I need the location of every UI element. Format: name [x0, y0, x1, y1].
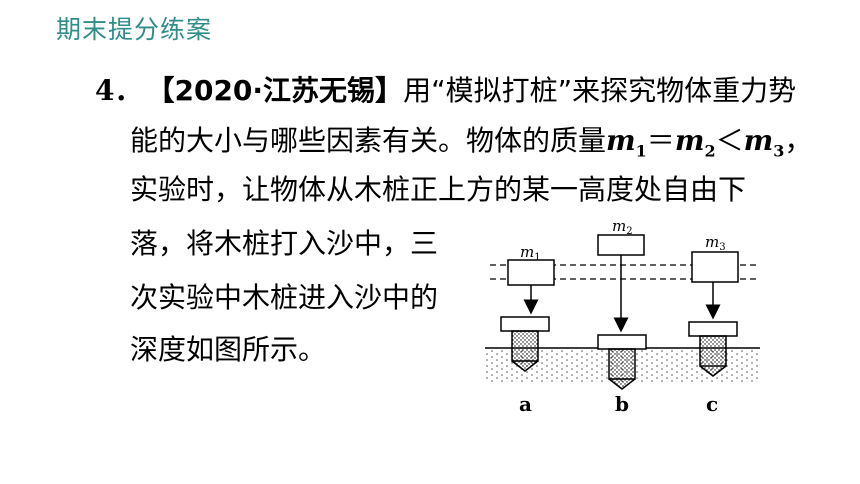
- mass-m1: m1: [606, 124, 647, 161]
- equals-sign: ＝: [646, 124, 675, 157]
- question-text-2: 能的大小与哪些因素有关。物体的质量: [130, 124, 607, 157]
- question-source: 【2020·江苏无锡】: [160, 74, 404, 107]
- case-a: m1 a: [500, 243, 555, 416]
- question-line-4: 落，将木桩打入沙中，三: [130, 227, 439, 260]
- pile-tip-a: [511, 360, 539, 372]
- mass-m3: m3: [743, 124, 785, 161]
- question-line-6: 深度如图所示。: [130, 333, 327, 366]
- pile-tip-c: [699, 365, 727, 377]
- mass-block-c: [691, 251, 739, 283]
- case-b: m2 b: [597, 217, 647, 416]
- pile-cap-a: [500, 316, 550, 332]
- mass-m2: m2: [674, 124, 716, 161]
- pile-body-c: [699, 335, 727, 367]
- pile-driving-figure: m1 a m2 b m3 c: [485, 217, 760, 416]
- pile-body-a: [511, 330, 539, 362]
- question-line-5: 次实验中木桩进入沙中的: [130, 281, 439, 314]
- mass-label-a: m1: [520, 243, 541, 263]
- pile-tip-b: [608, 378, 636, 390]
- question-line-3: 实验时，让物体从木桩正上方的某一高度处自由下: [130, 173, 747, 206]
- comma: ，: [784, 124, 813, 157]
- mass-block-b: [597, 234, 645, 256]
- mass-block-a: [507, 259, 555, 286]
- case-label-b: b: [615, 392, 629, 416]
- question-text-1: 用“模拟打桩”来探究物体重力势: [403, 74, 797, 107]
- case-c: m3 c: [688, 233, 739, 416]
- question-number: 4．: [95, 74, 143, 107]
- case-label-a: a: [519, 392, 532, 416]
- pile-cap-c: [688, 321, 738, 337]
- mass-label-c: m3: [705, 233, 726, 253]
- case-label-c: c: [706, 392, 718, 416]
- less-than-sign: ＜: [715, 124, 744, 157]
- pile-body-b: [608, 348, 636, 380]
- question-line-2: 能的大小与哪些因素有关。物体的质量m1＝m2＜m3，: [130, 124, 812, 169]
- mass-label-b: m2: [612, 217, 633, 237]
- pile-cap-b: [597, 334, 647, 350]
- header-title: 期末提分练案: [56, 15, 213, 44]
- question-line-1: 4． 【2020·江苏无锡】用“模拟打桩”来探究物体重力势: [95, 74, 796, 108]
